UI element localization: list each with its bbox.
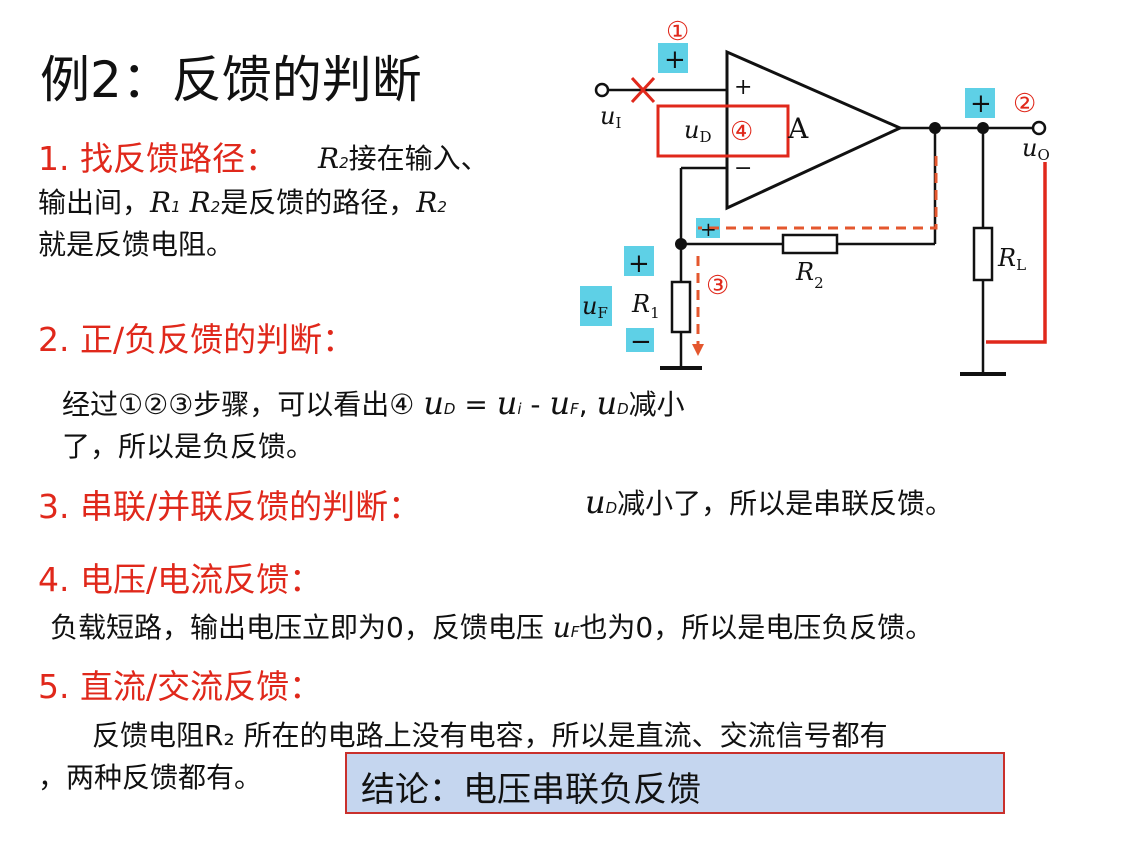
section-5-heading: 5. 直流/交流反馈：: [38, 667, 323, 706]
opamp-circuit-diagram: ① + + − A uD ④ uI + ② uO + + − uF R1 R2 …: [580, 17, 1050, 376]
section-1-line3: 就是反馈电阻。: [38, 228, 235, 261]
section-2-heading: 2. 正/负反馈的判断：: [38, 320, 356, 359]
short-circuit-line: [986, 162, 1047, 344]
r2-resistor: [781, 233, 839, 255]
ud-box: [656, 104, 790, 158]
conclusion-box: 结论：电压串联负反馈: [345, 752, 1005, 814]
plus-sign-r2: +: [700, 217, 717, 241]
plus-highlight-uf: [624, 246, 654, 276]
uf-label: uF: [582, 292, 608, 322]
mark-4: ④: [730, 117, 753, 147]
feedback-path-dashed: [698, 156, 938, 230]
section-5-line1: 反馈电阻R₂ 所在的电路上没有电容，所以是直流、交流信号都有: [92, 719, 888, 752]
section-4-heading: 4. 电压/电流反馈：: [38, 560, 323, 599]
page-title: 例2：反馈的判断: [40, 51, 422, 109]
noninverting-plus: +: [734, 75, 752, 100]
rl-resistor: [972, 226, 994, 282]
inverting-minus: −: [734, 156, 752, 181]
mark-1: ①: [666, 17, 689, 47]
mark-3: ③: [706, 271, 729, 301]
amp-label: A: [787, 112, 809, 145]
section-3-text: uD减小了，所以是串联反馈。: [585, 483, 954, 521]
minus-sign-uf: −: [630, 327, 652, 357]
mark-2: ②: [1013, 89, 1036, 119]
opamp-triangle: [725, 49, 904, 211]
r1-label: R1: [631, 290, 660, 322]
input-terminal: [594, 82, 610, 98]
plus-sign-1: +: [664, 45, 686, 75]
ud-label: uD: [684, 116, 712, 146]
section-1-heading: 1. 找反馈路径：: [38, 139, 278, 178]
section-4-text: 负载短路，输出电压立即为0，反馈电压 uF也为0，所以是电压负反馈。: [50, 611, 934, 644]
plus-highlight-input: [658, 43, 688, 73]
plus-highlight-r2: [696, 218, 720, 238]
output-terminal: [1031, 120, 1047, 136]
plus-highlight-output: [965, 88, 995, 118]
section-3-heading: 3. 串联/并联反馈的判断：: [38, 487, 422, 526]
ui-label: uI: [600, 102, 621, 132]
uo-label: uO: [1022, 134, 1050, 164]
minus-highlight-uf: [626, 328, 654, 352]
r2-label: R2: [795, 258, 824, 292]
feedback-arrow-icon: [692, 344, 704, 356]
plus-sign-2: +: [970, 89, 992, 119]
section-1-line1: R2接在输入、: [318, 142, 489, 175]
uf-highlight: [580, 286, 612, 326]
section-2-line2: 了，所以是负反馈。: [62, 430, 315, 463]
section-1-line2: 输出间，R1 R2是反馈的路径，R2: [38, 186, 447, 219]
section-2-line1: 经过①②③步骤，可以看出④ uD = ui - uF, uD减小: [62, 384, 685, 422]
r1-resistor: [670, 280, 692, 334]
plus-sign-uf: +: [628, 249, 650, 279]
section-5-line2: ，两种反馈都有。: [38, 761, 263, 794]
rl-label: RL: [997, 244, 1026, 274]
